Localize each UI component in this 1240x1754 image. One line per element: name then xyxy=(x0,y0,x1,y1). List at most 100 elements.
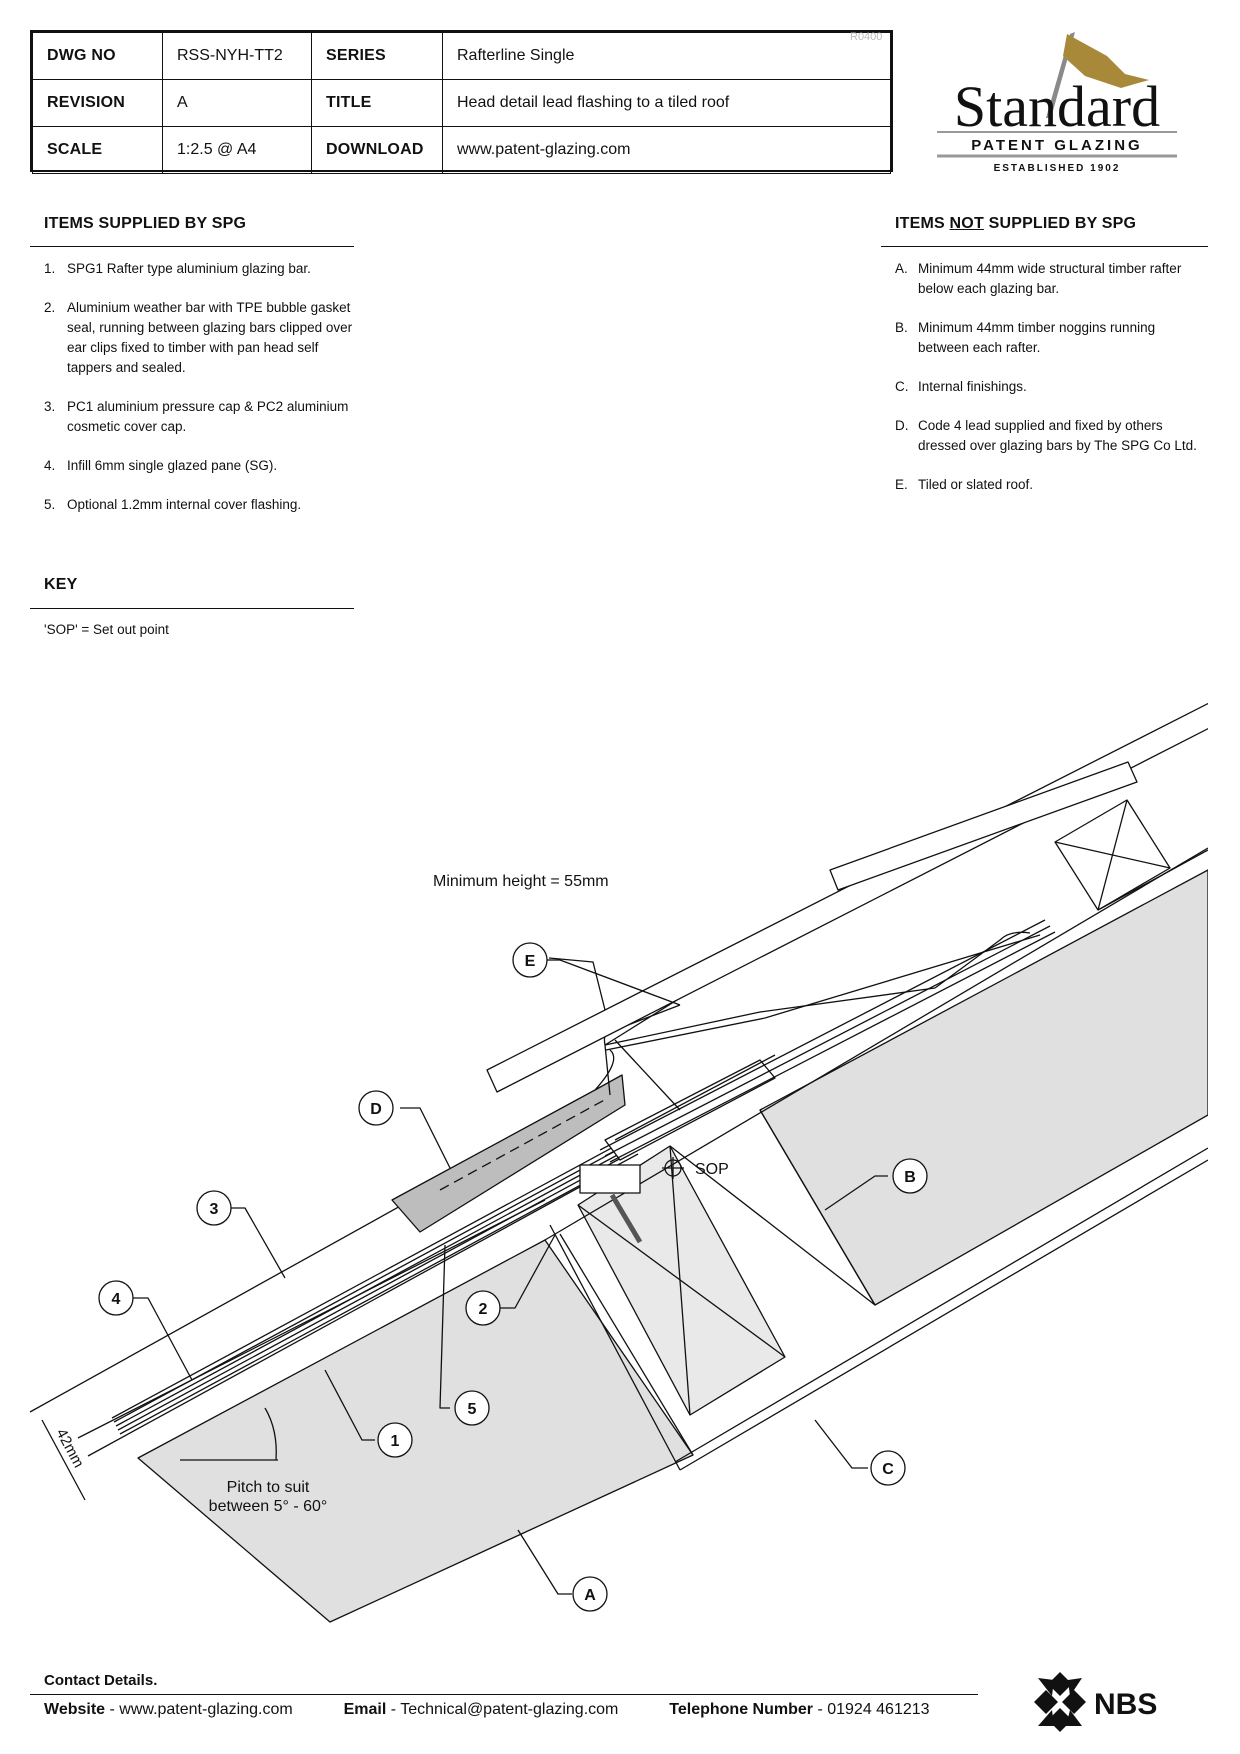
callout-circle xyxy=(512,942,548,978)
noggin-b xyxy=(759,869,1208,1306)
item-number: 3. xyxy=(44,399,56,414)
callout-label: D xyxy=(370,1101,382,1118)
logo-flag xyxy=(1063,34,1149,88)
not-supplied-item: B. Minimum 44mm timber noggins running be… xyxy=(895,318,1200,358)
noggin-diagonal xyxy=(669,1145,691,1416)
revision-label: REVISION xyxy=(32,79,163,127)
leader-b xyxy=(824,1175,888,1211)
supplied-item: 2. Aluminium weather bar with TPE bubble … xyxy=(44,298,354,378)
noggin-edge xyxy=(759,1109,876,1306)
callout-2: 2 xyxy=(465,1290,501,1326)
noggin-diagonal xyxy=(669,1145,876,1306)
glass-line xyxy=(119,1153,639,1435)
leader-c xyxy=(814,1419,868,1469)
nbs-petal xyxy=(1068,1678,1082,1696)
glass-line xyxy=(111,1137,631,1419)
nbs-petal xyxy=(1038,1678,1054,1696)
callout-circle xyxy=(358,1090,394,1126)
pitch-arc xyxy=(264,1407,277,1461)
upper-flashing xyxy=(609,931,1056,1163)
callout-label: A xyxy=(584,1587,596,1604)
supplied-item: 5.Optional 1.2mm internal cover flashing… xyxy=(44,495,354,515)
item-letter: B. xyxy=(895,320,908,335)
nbs-petal xyxy=(1066,1710,1082,1726)
leader-a xyxy=(517,1529,572,1595)
key-heading: KEY xyxy=(44,576,78,593)
ear-clip xyxy=(579,1164,641,1194)
dwg-no-value: RSS-NYH-TT2 xyxy=(162,32,312,80)
email-link[interactable]: Technical@patent-glazing.com xyxy=(400,1701,619,1718)
leader-2 xyxy=(500,1234,556,1309)
supplied-item: 3.PC1 aluminium pressure cap & PC2 alumi… xyxy=(44,397,354,437)
standard-patent-glazing-logo: Standard PATENT GLAZING ESTABLISHED 1902 xyxy=(937,32,1177,174)
not-supplied-item: D.Code 4 lead supplied and fixed by othe… xyxy=(895,416,1200,456)
callout-label: 1 xyxy=(391,1433,400,1450)
website-label: Website xyxy=(44,1701,106,1718)
noggin-diagonal xyxy=(577,1204,786,1358)
nbs-text: NBS xyxy=(1094,1688,1157,1721)
dim-42-line xyxy=(41,1419,86,1501)
footer-rule xyxy=(30,1694,978,1695)
item-number: 1. xyxy=(44,261,56,276)
item-text: Optional 1.2mm internal cover flashing. xyxy=(67,497,302,512)
flashing-line xyxy=(605,1017,766,1051)
leader-5 xyxy=(439,1244,450,1409)
separator: - xyxy=(386,1701,401,1718)
glass-line xyxy=(113,1141,633,1423)
website-link[interactable]: www.patent-glazing.com xyxy=(119,1701,293,1718)
flashing-line xyxy=(759,987,936,1013)
phone-number[interactable]: 01924 461213 xyxy=(827,1701,930,1718)
separator: - xyxy=(105,1701,120,1718)
glazing-bar-base xyxy=(87,1164,621,1457)
pitch-label-1: Pitch to suit xyxy=(227,1479,310,1496)
item-letter: D. xyxy=(895,418,909,433)
glass-line xyxy=(115,1145,635,1427)
separator: - xyxy=(813,1701,828,1718)
logo-subtitle: PATENT GLAZING xyxy=(971,137,1142,154)
item-text: Minimum 44mm timber noggins running betw… xyxy=(918,320,1156,355)
min-height-label: Minimum height = 55mm xyxy=(433,873,609,890)
item-text: Aluminium weather bar with TPE bubble ga… xyxy=(67,300,353,375)
batten-diagonal xyxy=(1097,799,1128,911)
upper-flashing xyxy=(614,1054,776,1141)
callout-circle xyxy=(196,1190,232,1226)
title-block: DWG NO RSS-NYH-TT2 SERIES Rafterline Sin… xyxy=(30,30,893,174)
self-tapping-screw xyxy=(609,1193,643,1244)
callout-e: E xyxy=(512,942,548,978)
callout-label: 2 xyxy=(479,1301,488,1318)
nbs-logo: NBS xyxy=(1034,1672,1157,1732)
leader-min-height xyxy=(559,959,681,1006)
heading-underlined: NOT xyxy=(949,215,984,232)
download-link[interactable]: www.patent-glazing.com xyxy=(442,126,891,174)
finish-end xyxy=(549,1224,681,1471)
upper-flashing xyxy=(604,925,1051,1157)
callout-b: B xyxy=(892,1158,928,1194)
item-text: Minimum 44mm wide structural timber raft… xyxy=(918,261,1182,296)
callout-5: 5 xyxy=(454,1390,490,1426)
leader-3 xyxy=(230,1207,286,1279)
callout-circle xyxy=(377,1422,413,1458)
glazing-bar-underside xyxy=(77,1199,546,1439)
callout-label: 3 xyxy=(210,1201,219,1218)
lead-flashing-d xyxy=(391,1074,626,1233)
leader-4 xyxy=(133,1297,193,1381)
callout-a: A xyxy=(572,1576,608,1612)
item-letter: E. xyxy=(895,477,908,492)
callout-c: C xyxy=(870,1450,906,1486)
revision-code: R0400 xyxy=(850,31,883,43)
footer-contact-line: Website - www.patent-glazing.com Email -… xyxy=(44,1701,930,1719)
supplied-heading: ITEMS SUPPLIED BY SPG xyxy=(44,215,247,232)
title-label: TITLE xyxy=(311,79,443,127)
callout-label: 4 xyxy=(112,1291,121,1308)
item-number: 2. xyxy=(44,300,56,315)
not-supplied-list: A.Minimum 44mm wide structural timber ra… xyxy=(895,259,1200,514)
nbs-petal xyxy=(1062,1690,1086,1714)
not-supplied-rule xyxy=(881,246,1208,247)
not-supplied-item: E.Tiled or slated roof. xyxy=(895,475,1200,495)
email-label: Email xyxy=(343,1701,387,1718)
leader-1 xyxy=(324,1369,375,1441)
scale-label: SCALE xyxy=(32,126,163,174)
callout-circle xyxy=(98,1280,134,1316)
callout-label: 5 xyxy=(468,1401,477,1418)
batten-base xyxy=(1097,849,1208,911)
